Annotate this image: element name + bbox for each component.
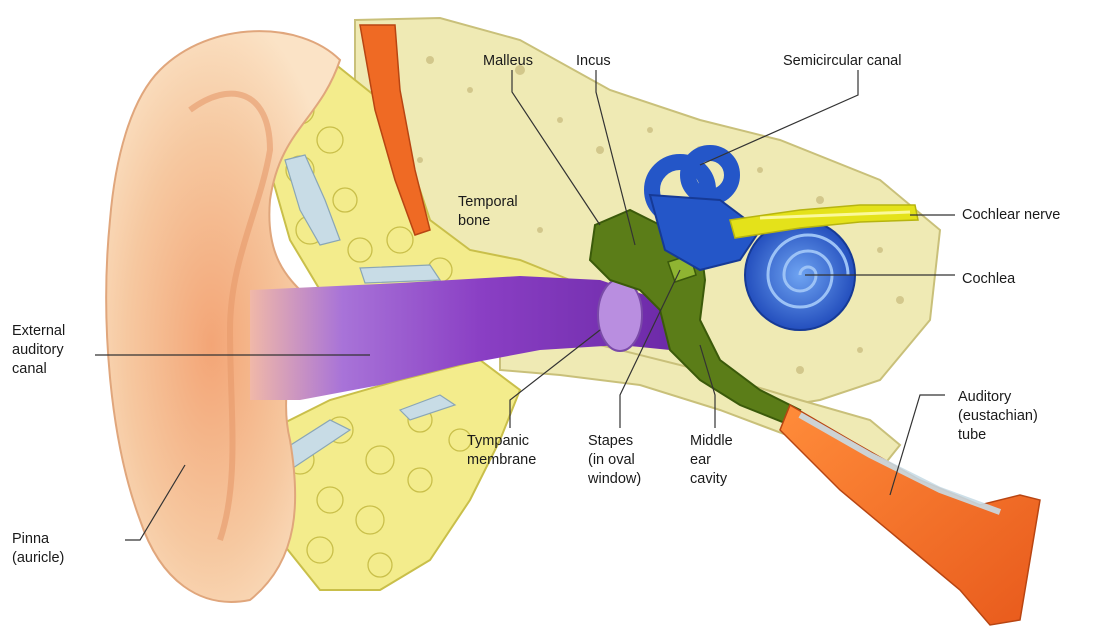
label-cochlea: Cochlea (962, 270, 1015, 289)
label-line: Temporal (458, 193, 518, 212)
label-line: Tympanic (467, 432, 536, 451)
label-cochlear-nerve: Cochlear nerve (962, 206, 1060, 225)
label-line: auditory (12, 341, 65, 360)
label-semicircular-canal: Semicircular canal (783, 52, 901, 71)
label-line: Semicircular canal (783, 52, 901, 71)
label-line: bone (458, 212, 518, 231)
label-line: window) (588, 470, 641, 489)
label-line: membrane (467, 451, 536, 470)
label-line: Pinna (12, 530, 64, 549)
label-middle-ear-cavity: Middle ear cavity (690, 432, 733, 489)
label-line: (in oval (588, 451, 641, 470)
label-temporal-bone: Temporal bone (458, 193, 518, 231)
label-line: Middle (690, 432, 733, 451)
label-line: (auricle) (12, 549, 64, 568)
label-external-auditory-canal: External auditory canal (12, 322, 65, 379)
label-pinna: Pinna (auricle) (12, 530, 64, 568)
tympanic-membrane-shape (598, 279, 642, 351)
label-line: Cochlea (962, 270, 1015, 289)
label-line: ear (690, 451, 733, 470)
label-line: cavity (690, 470, 733, 489)
label-line: External (12, 322, 65, 341)
label-line: canal (12, 360, 65, 379)
label-incus: Incus (576, 52, 611, 71)
label-malleus: Malleus (483, 52, 533, 71)
label-line: (eustachian) (958, 407, 1038, 426)
label-line: Stapes (588, 432, 641, 451)
label-line: Auditory (958, 388, 1038, 407)
label-line: Incus (576, 52, 611, 71)
label-stapes: Stapes (in oval window) (588, 432, 641, 489)
label-auditory-tube: Auditory (eustachian) tube (958, 388, 1038, 445)
label-line: Cochlear nerve (962, 206, 1060, 225)
label-tympanic-membrane: Tympanic membrane (467, 432, 536, 470)
label-line: tube (958, 426, 1038, 445)
label-line: Malleus (483, 52, 533, 71)
